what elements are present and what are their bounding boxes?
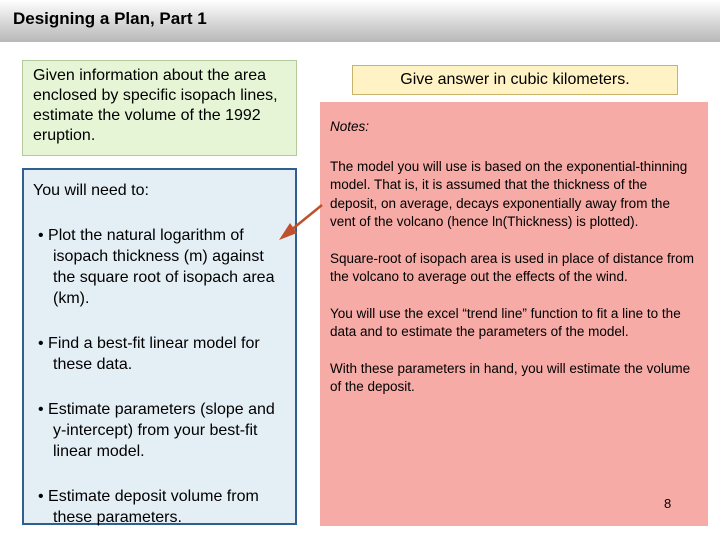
title-bar: Designing a Plan, Part 1 — [0, 0, 720, 42]
notes-box: Notes: The model you will use is based o… — [320, 102, 708, 526]
task-bullet-text: Find a best-fit linear model for these d… — [48, 335, 260, 373]
given-info-text: Given information about the area enclose… — [33, 67, 278, 144]
tasks-box: You will need to: • Plot the natural log… — [22, 168, 297, 526]
task-bullet-fit: • Find a best-fit linear model for these… — [38, 335, 260, 373]
task-bullet-parameters: • Estimate parameters (slope and y-inter… — [38, 401, 275, 460]
slide-title: Designing a Plan, Part 1 — [13, 9, 207, 28]
task-bullet-text: Estimate deposit volume from these param… — [48, 488, 259, 526]
given-info-box: Given information about the area enclose… — [22, 60, 297, 156]
notes-paragraph-model: The model you will use is based on the e… — [330, 158, 688, 230]
notes-label: Notes: — [330, 119, 370, 134]
task-bullet-text: Estimate parameters (slope and y-interce… — [48, 401, 275, 460]
page-number: 8 — [664, 496, 672, 511]
notes-paragraph-area: Square-root of isopach area is used in p… — [330, 250, 694, 285]
tasks-intro: You will need to: — [33, 182, 149, 199]
answer-units-box: Give answer in cubic kilometers. — [352, 65, 678, 95]
task-bullet-text: Plot the natural logarithm of isopach th… — [48, 227, 275, 307]
task-bullet-plot: • Plot the natural logarithm of isopach … — [38, 227, 275, 307]
notes-paragraph-trendline: You will use the excel “trend line” func… — [330, 305, 681, 340]
answer-units-text: Give answer in cubic kilometers. — [400, 71, 630, 88]
task-bullet-volume: • Estimate deposit volume from these par… — [38, 488, 259, 526]
notes-paragraph-estimate: With these parameters in hand, you will … — [330, 360, 691, 395]
